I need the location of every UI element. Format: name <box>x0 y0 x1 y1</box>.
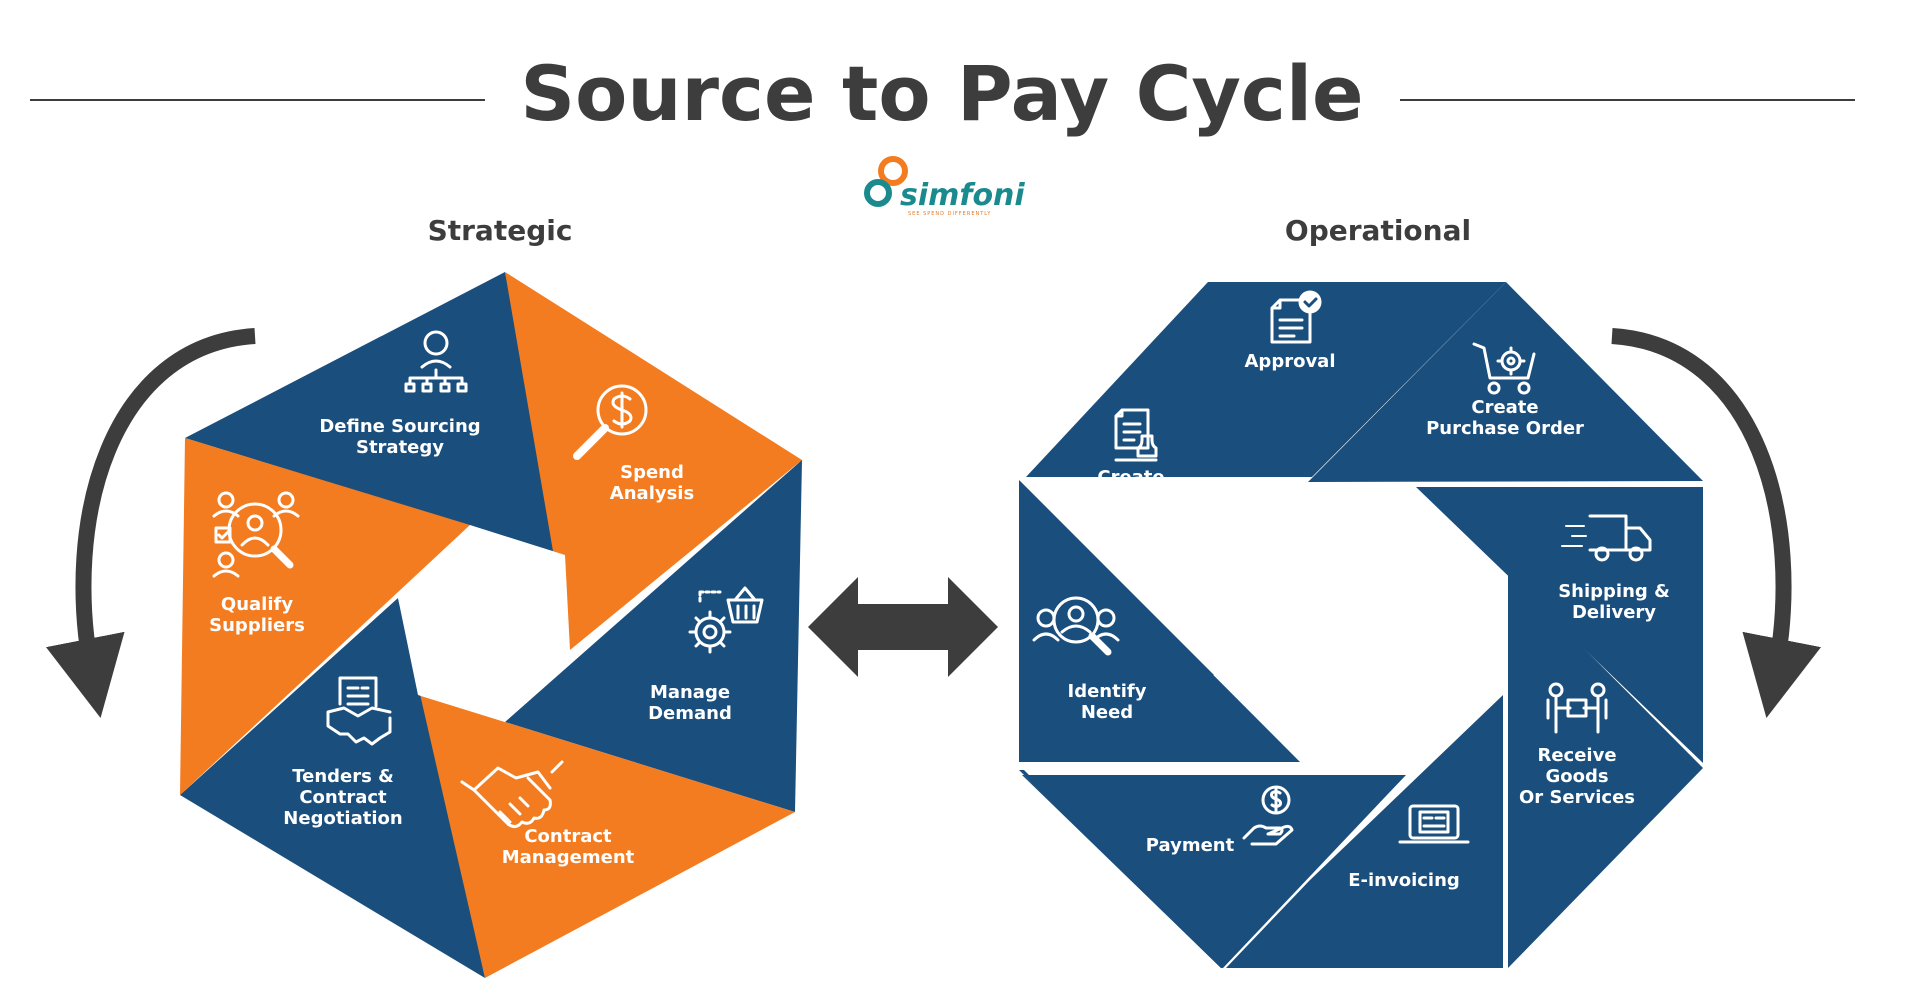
hand-coin-icon <box>1242 785 1294 846</box>
brand-name: simfoni <box>900 178 1025 213</box>
operational-cycle-arrow <box>1611 328 1821 718</box>
strategic-heading: Strategic <box>428 214 573 247</box>
operational-heading: Operational <box>1285 214 1471 247</box>
segment-payment <box>1024 775 1406 968</box>
supplier-search-icon <box>212 491 300 578</box>
cart-gear-icon <box>1472 342 1536 395</box>
contract-handshake-icon <box>326 676 392 746</box>
requisition-form-icon <box>1114 408 1158 462</box>
segment-create-purchase-order <box>1308 282 1703 482</box>
page-title: Source to Pay Cycle <box>520 49 1363 138</box>
laptop-invoice-icon <box>1398 804 1470 844</box>
label-e-invoicing: E-invoicing <box>1348 870 1460 891</box>
segment-manage-demand <box>505 460 802 812</box>
strategic-cycle-arrow <box>46 328 256 718</box>
simfoni-logo: simfoni SEE SPEND DIFFERENTLY <box>864 156 1025 217</box>
segment-spend-analysis <box>505 272 802 650</box>
segment-receive-goods-services <box>1508 572 1703 968</box>
label-approval: Approval <box>1245 351 1336 372</box>
segment-approval <box>1026 282 1506 477</box>
segment-contract-management <box>418 695 795 978</box>
org-chart-icon <box>404 330 468 393</box>
people-search-icon <box>1032 596 1120 656</box>
hexagon-center <box>398 525 570 722</box>
label-shipping-delivery: Shipping &Delivery <box>1558 581 1670 623</box>
segment-qualify-suppliers <box>180 438 470 795</box>
handshake-icon <box>460 760 564 829</box>
dollar-magnifier-icon <box>573 384 648 460</box>
label-payment: Payment <box>1146 835 1235 856</box>
segment-define-sourcing-strategy <box>185 272 565 555</box>
double-arrow <box>808 577 998 677</box>
brand-tagline: SEE SPEND DIFFERENTLY <box>908 211 991 217</box>
segment-e-invoicing <box>1226 695 1503 968</box>
segment-tenders-contract-negotiation <box>180 598 485 978</box>
truck-icon <box>1561 514 1652 562</box>
gear-basket-icon <box>688 586 764 654</box>
approved-document-icon <box>1270 290 1322 344</box>
package-handover-icon <box>1546 682 1608 734</box>
